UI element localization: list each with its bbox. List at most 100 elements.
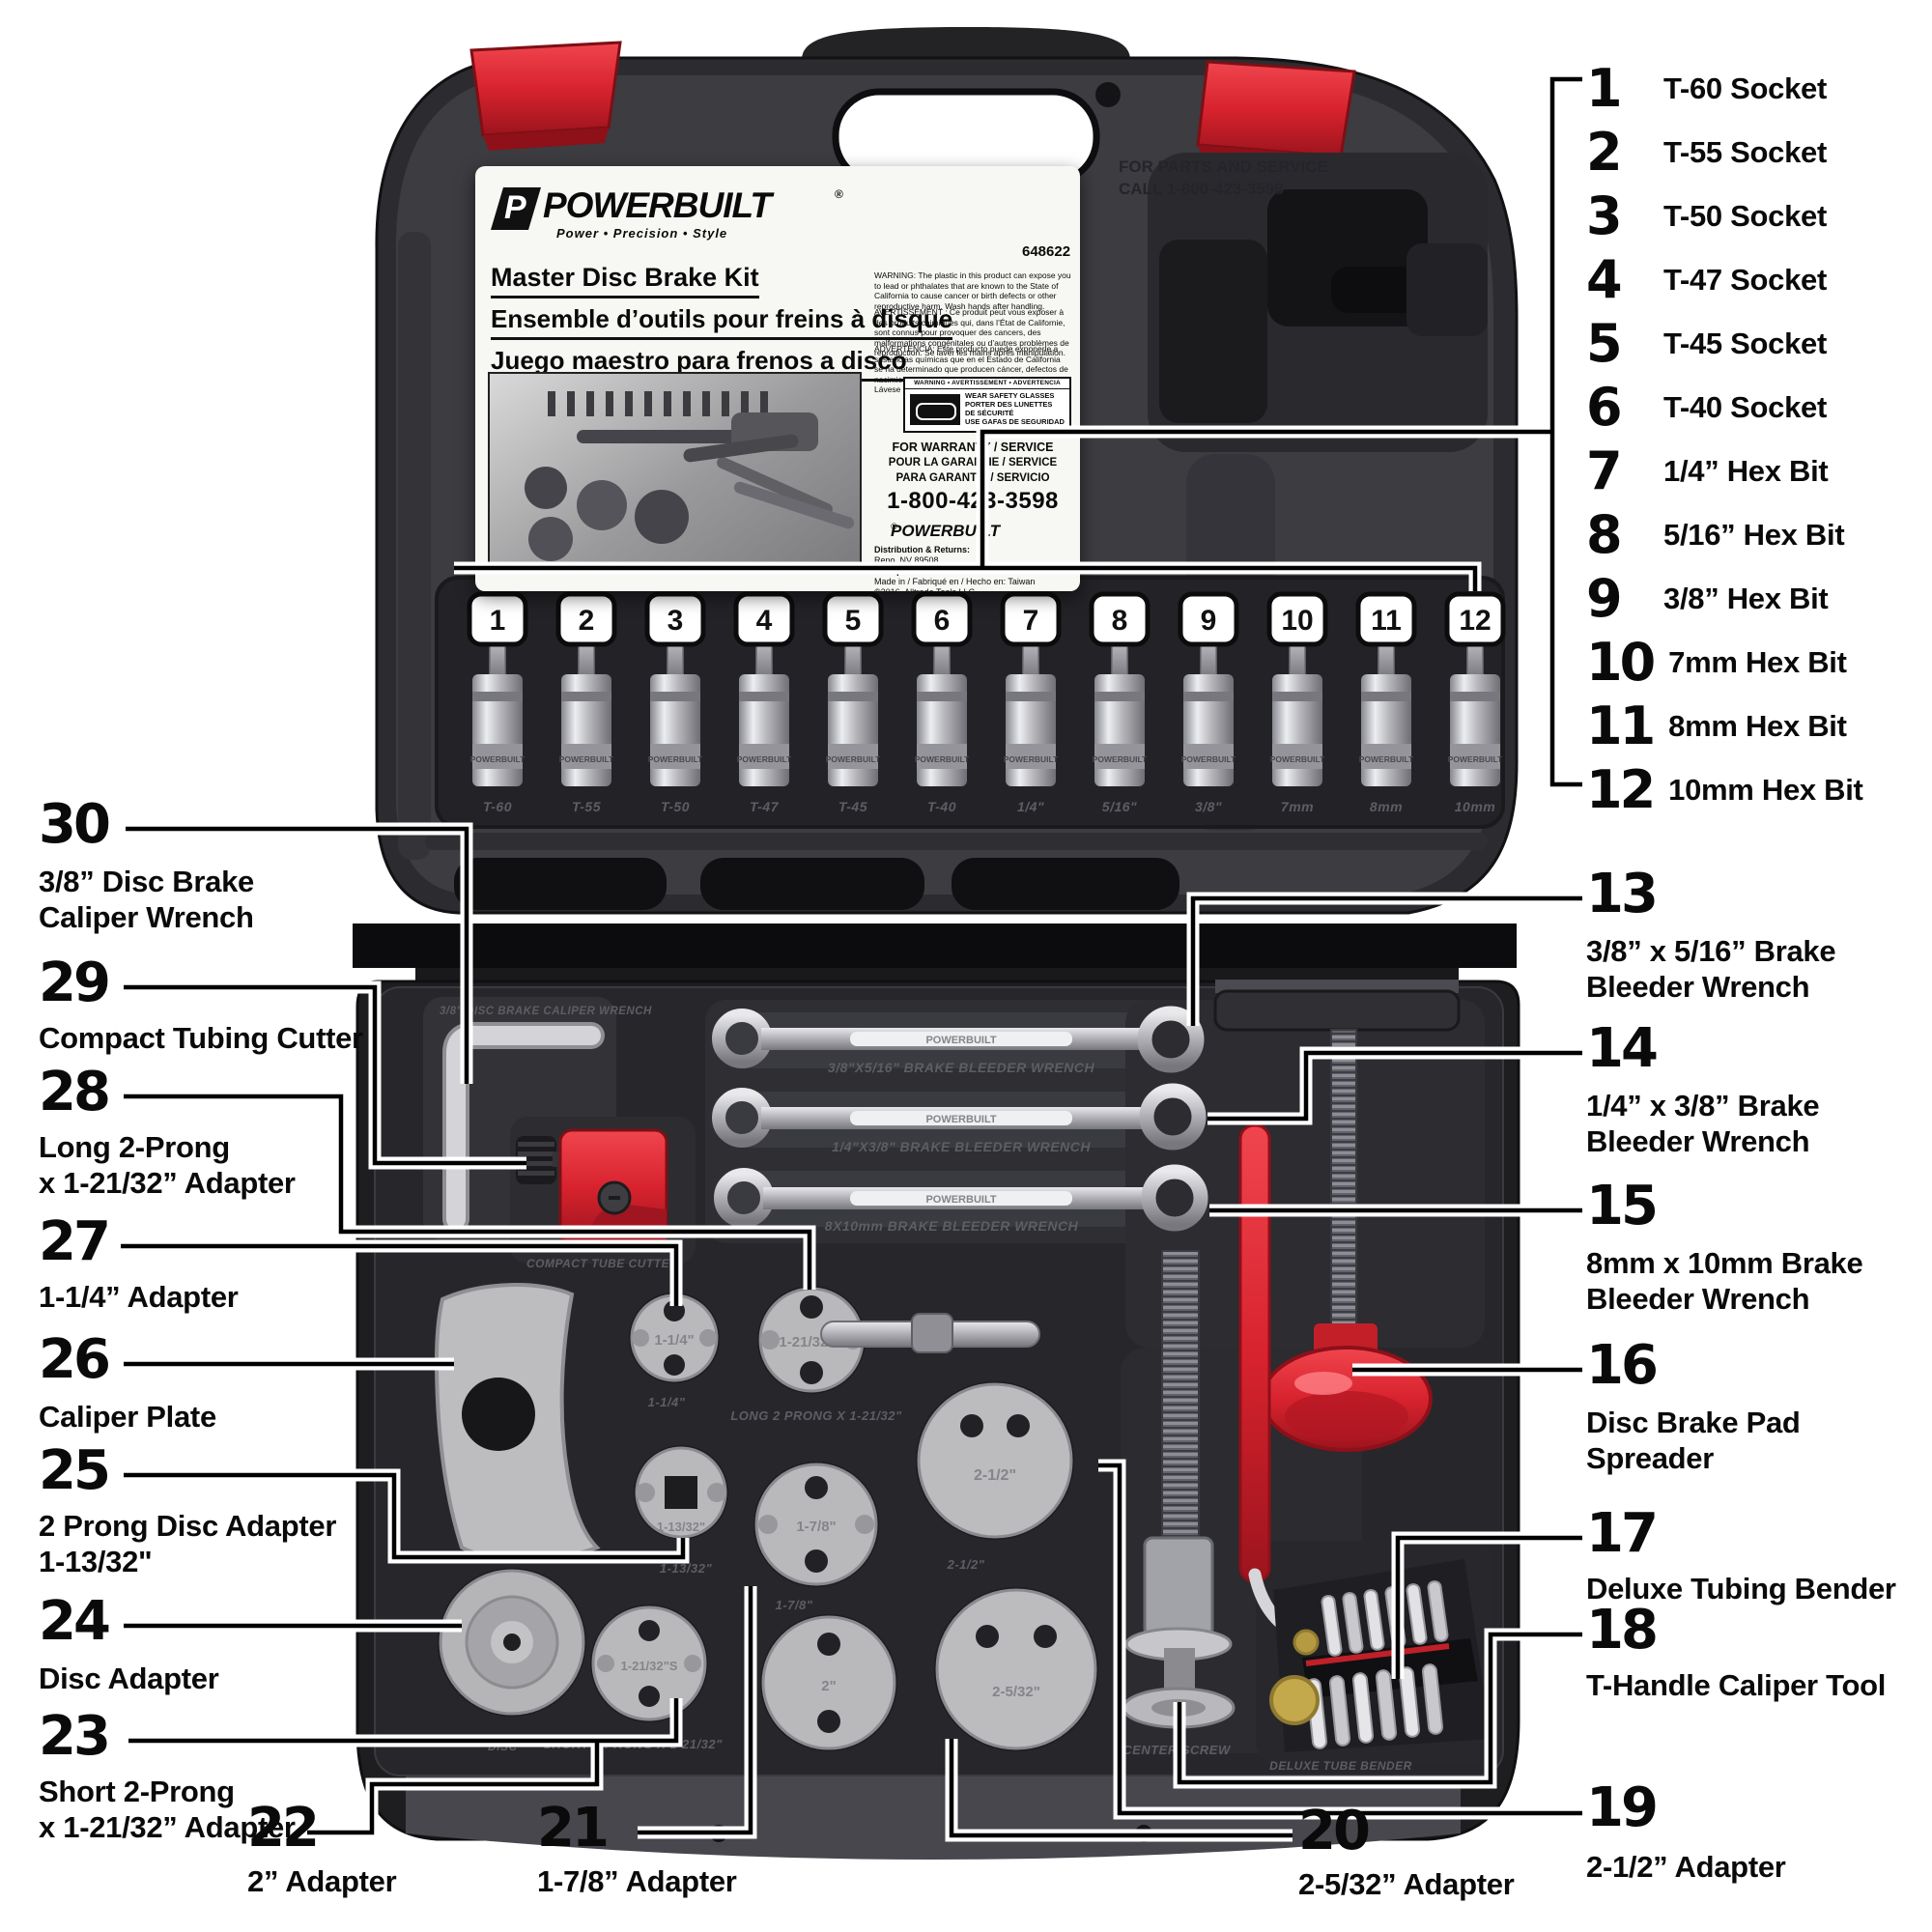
- safety-header: WARNING • AVERTISSEMENT • ADVERTENCIA: [905, 379, 1069, 389]
- brand-initial: P: [504, 189, 526, 226]
- disc-face-1-1-4: 1-1/4": [654, 1332, 694, 1349]
- socket-size-emboss: T-40: [927, 799, 956, 814]
- socket-size-emboss: T-47: [750, 799, 780, 814]
- safety-line: USE GAFAS DE SEGURIDAD: [965, 417, 1065, 426]
- tag-number: 11: [1371, 605, 1402, 637]
- tag-number: 3: [668, 605, 684, 637]
- socket-size-emboss: T-60: [483, 799, 512, 814]
- tag-number: 7: [1023, 605, 1039, 637]
- lid-service-text-1: FOR PARTS AND SERVICE: [1119, 157, 1328, 176]
- t-handle-caliper-tool: [820, 1250, 1236, 1729]
- distribution-line: Distribution & Returns:: [874, 545, 970, 554]
- socket-brand-text: POWERBUILT: [1004, 754, 1059, 764]
- leader-13: [1190, 895, 1582, 1026]
- emboss-wrench-1: 3/8"X5/16" BRAKE BLEEDER WRENCH: [828, 1060, 1095, 1075]
- leader-29: [124, 984, 526, 1166]
- wrench-face-text: POWERBUILT: [925, 1035, 996, 1046]
- disc-face-1-7-8: 1-7/8": [796, 1519, 836, 1535]
- safety-line: WEAR SAFETY GLASSES: [965, 391, 1055, 400]
- tag-number: 1: [490, 605, 506, 637]
- emboss-wrench-3: 8X10mm BRAKE BLEEDER WRENCH: [825, 1218, 1079, 1234]
- socket-size-emboss: T-45: [838, 799, 867, 814]
- safety-goggles-icon: [910, 394, 960, 425]
- warranty-line-es: PARA GARANTÍA / SERVICIO: [895, 472, 1050, 484]
- tag-number: 6: [934, 605, 951, 637]
- tag-number: 12: [1459, 605, 1491, 637]
- adapter-disc-2-1-2: 2-1/2": [916, 1381, 1074, 1540]
- emboss-1-7-8: 1-7/8": [776, 1598, 813, 1612]
- case-hinge: [353, 923, 1517, 968]
- leader-18: [1177, 1632, 1582, 1785]
- leader-group-b: [454, 565, 1478, 591]
- socket-brand-text: POWERBUILT: [470, 754, 526, 764]
- distribution-city: Reno, NV 89508: [874, 555, 939, 565]
- latch-left: [469, 41, 622, 151]
- adapter-disc-2: 2": [760, 1614, 897, 1751]
- tubing-cutter: [516, 1128, 668, 1246]
- adapter-disc-1-21-32S: 1-21/32"S: [590, 1605, 708, 1722]
- leader-21: [638, 1586, 753, 1835]
- part-number: 648622: [1022, 243, 1071, 260]
- made-in-line: Made in / Fabriqué en / Hecho en: Taiwan: [874, 577, 1036, 586]
- leader-14: [1208, 1050, 1582, 1122]
- socket-size-emboss: 1/4": [1017, 799, 1044, 814]
- brand-wordmark: POWERBUILT: [543, 185, 772, 225]
- leader-27: [121, 1243, 679, 1306]
- leader-group-a: [980, 429, 1552, 568]
- socket-number-tags: 1 2 3 4 5 6 7 8 9 10 11 12: [467, 591, 1506, 647]
- title-english: Master Disc Brake Kit: [491, 263, 759, 298]
- adapter-disc-1-7-8: 1-7/8": [753, 1462, 879, 1587]
- tag-number: 8: [1112, 605, 1128, 637]
- warranty-line-en: FOR WARRANTY / SERVICE: [892, 440, 1054, 454]
- warning-english: WARNING: The plastic in this product can…: [874, 270, 1071, 311]
- emboss-wrench-2: 1/4"X3/8" BRAKE BLEEDER WRENCH: [832, 1139, 1091, 1154]
- adapter-disc-1-1-4: 1-1/4": [629, 1293, 720, 1383]
- adapter-disc-2-5-32: 2-5/32": [934, 1587, 1098, 1751]
- emboss-caliper-wrench: 3/8" DISC BRAKE CALIPER WRENCH: [440, 1006, 652, 1017]
- tag-number: 2: [579, 605, 595, 637]
- socket-size-emboss: 5/16": [1102, 799, 1137, 814]
- leader-23: [128, 1698, 679, 1744]
- disc-face-2: 2": [821, 1678, 836, 1694]
- socket-size-emboss: 7mm: [1281, 799, 1314, 814]
- leader-22: [307, 1741, 600, 1835]
- emboss-1-13-32: 1-13/32": [660, 1561, 713, 1576]
- tag-number: 9: [1201, 605, 1217, 637]
- socket-brand-text: POWERBUILT: [1448, 754, 1503, 764]
- socket-brand-text: POWERBUILT: [1093, 754, 1148, 764]
- warning-french: AVERTISSEMENT : Ce produit peut vous exp…: [874, 307, 1069, 357]
- socket-size-emboss: 8mm: [1370, 799, 1403, 814]
- brand-tagline: Power • Precision • Style: [556, 226, 728, 241]
- caliper-plate: [434, 1283, 601, 1562]
- socket-size-emboss: 10mm: [1455, 799, 1495, 814]
- emboss-long-2-prong: LONG 2 PRONG X 1-21/32": [730, 1408, 902, 1423]
- warranty-line-fr: POUR LA GARANTIE / SERVICE: [888, 457, 1058, 469]
- wrench-face-text: POWERBUILT: [925, 1194, 996, 1206]
- disc-adapter: [438, 1568, 586, 1717]
- wrench-face-text: POWERBUILT: [925, 1114, 996, 1125]
- tag-number: 5: [845, 605, 862, 637]
